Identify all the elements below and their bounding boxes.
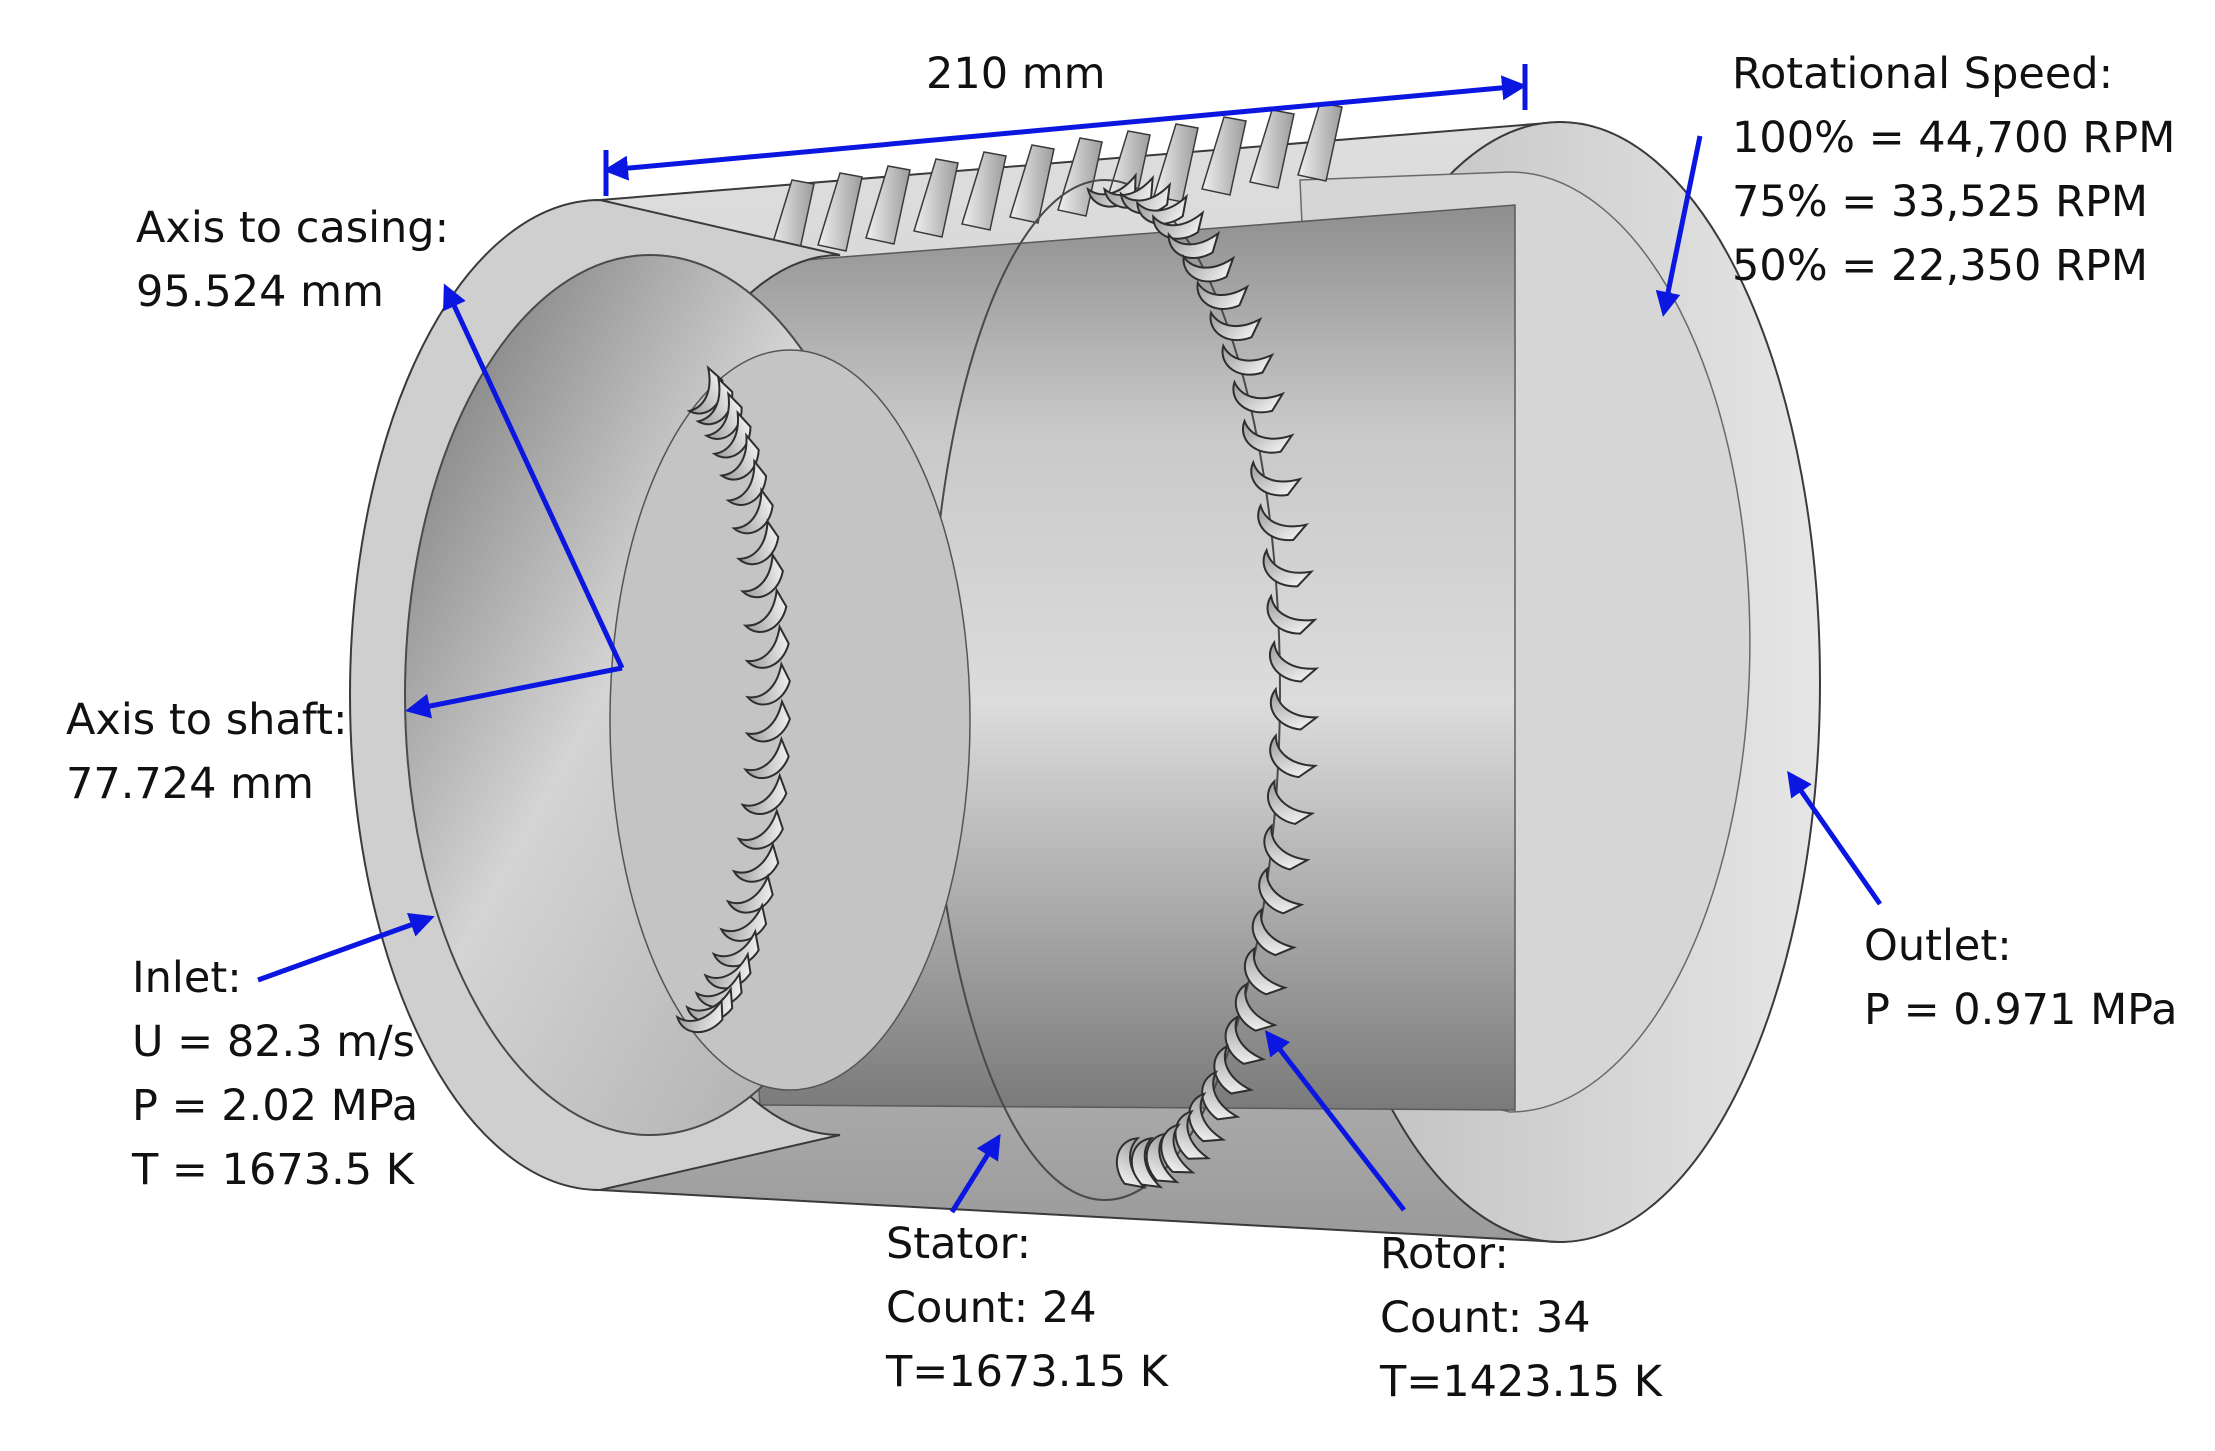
inlet-label: Inlet: U = 82.3 m/s P = 2.02 MPa T = 167… [132, 946, 418, 1202]
rotor-blade [1145, 1132, 1180, 1184]
rotor-blade [1188, 1092, 1227, 1143]
rotor-blade [1224, 1014, 1267, 1065]
rotor-blade [1221, 343, 1275, 376]
stator-blades-inlet [675, 365, 791, 1034]
rotor-blade [1266, 593, 1318, 635]
stator-blade-inner [725, 458, 768, 506]
rotor-blade [1242, 418, 1295, 454]
rotational-speed-line-1: Rotational Speed: [1732, 49, 2114, 99]
inlet-line-1: Inlet: [132, 953, 242, 1003]
span-line-1: 210 mm [926, 49, 1106, 99]
stator-blade-inner [718, 432, 760, 481]
rotor-blade [1152, 210, 1205, 240]
rotor-blade [1167, 230, 1221, 259]
rotor-blade [1201, 1070, 1241, 1121]
outlet-label: Outlet: P = 0.971 MPa [1864, 914, 2178, 1042]
inlet-line-4: T = 1673.5 K [132, 1145, 414, 1195]
stator-blade-inner [744, 623, 790, 669]
axis-casing-label: Axis to casing: 95.524 mm [136, 196, 449, 324]
rotational-speed-line-3: 75% = 33,525 RPM [1732, 177, 2148, 227]
rotor-arrow [1264, 1030, 1406, 1212]
rotor-blade [1243, 946, 1289, 996]
axis-casing-arrow [443, 283, 625, 670]
rotor-blade [1267, 778, 1316, 825]
rotor-blade [1174, 1109, 1212, 1160]
axis-shaft-label: Axis to shaft: 77.724 mm [66, 688, 347, 816]
inlet-face [349, 198, 971, 1192]
span-dimension-arrow [603, 75, 1527, 181]
axis-shaft-arrow [405, 665, 623, 719]
rotor-blade [1232, 379, 1286, 414]
rotor-blade [1209, 309, 1263, 342]
stator-blade-inner [731, 487, 774, 535]
outlet-arrow [1787, 770, 1883, 906]
rotor-blade [1262, 547, 1315, 588]
span-label: 210 mm [926, 42, 1106, 106]
stator-line-1: Stator: [886, 1219, 1032, 1269]
axis-casing-line-2: 95.524 mm [136, 267, 384, 317]
inlet-arrow [257, 913, 435, 983]
rotational-speed-line-4: 50% = 22,350 RPM [1732, 241, 2148, 291]
rotor-blade [1263, 823, 1311, 871]
rotor-blade [1258, 866, 1305, 915]
axis-shaft-line-2: 77.724 mm [66, 759, 314, 809]
rotor-blade-row [929, 172, 1320, 1201]
stator-blade-inner [675, 997, 724, 1034]
rotor-blade [1182, 254, 1236, 283]
rotor-blade [1269, 733, 1319, 779]
rotor-blade [1234, 981, 1278, 1032]
rotor-line-3: T=1423.15 K [1380, 1357, 1662, 1407]
rotor-label: Rotor: Count: 34 T=1423.15 K [1380, 1222, 1662, 1414]
stator-blade-inner [731, 841, 780, 883]
inlet-line-3: P = 2.02 MPa [132, 1081, 419, 1131]
axis-shaft-line-1: Axis to shaft: [66, 695, 348, 745]
stator-arrow [949, 1133, 1001, 1214]
rotor-blade [1250, 459, 1303, 497]
rotor-blade [1115, 1137, 1147, 1189]
callout-arrows [257, 64, 1883, 1214]
rotor-blade [1196, 280, 1250, 310]
stator-blade-inner [736, 807, 784, 850]
rotor-line-2: Count: 34 [1380, 1293, 1591, 1343]
stator-blade-inner [745, 660, 791, 706]
stator-blade-inner [742, 587, 788, 633]
stator-line-2: Count: 24 [886, 1283, 1097, 1333]
rotor-blade [1268, 639, 1320, 683]
stator-label: Stator: Count: 24 T=1673.15 K [886, 1212, 1168, 1404]
outlet-line-1: Outlet: [1864, 921, 2012, 971]
stator-line-3: T=1673.15 K [886, 1347, 1168, 1397]
rotor-line-1: Rotor: [1380, 1229, 1509, 1279]
stator-blade-inner [744, 698, 791, 743]
stator-blade-inner [736, 518, 780, 566]
outlet-line-2: P = 0.971 MPa [1864, 985, 2178, 1035]
stator-blade-inner [739, 551, 784, 599]
rotor-blade [1269, 686, 1320, 731]
rotor-blade [1213, 1044, 1254, 1095]
axis-casing-line-1: Axis to casing: [136, 203, 450, 253]
rotational-speed-arrow [1655, 135, 1703, 317]
rotor-blade [1251, 907, 1297, 957]
rotor-blade [1160, 1123, 1196, 1174]
rotational-speed-label: Rotational Speed: 100% = 44,700 RPM 75% … [1732, 42, 2175, 298]
rotor-blade [1257, 502, 1310, 541]
rotational-speed-line-2: 100% = 44,700 RPM [1732, 113, 2176, 163]
stator-blade-inner [740, 772, 788, 815]
inlet-line-2: U = 82.3 m/s [132, 1017, 416, 1067]
stator-blade-inner [743, 735, 790, 779]
